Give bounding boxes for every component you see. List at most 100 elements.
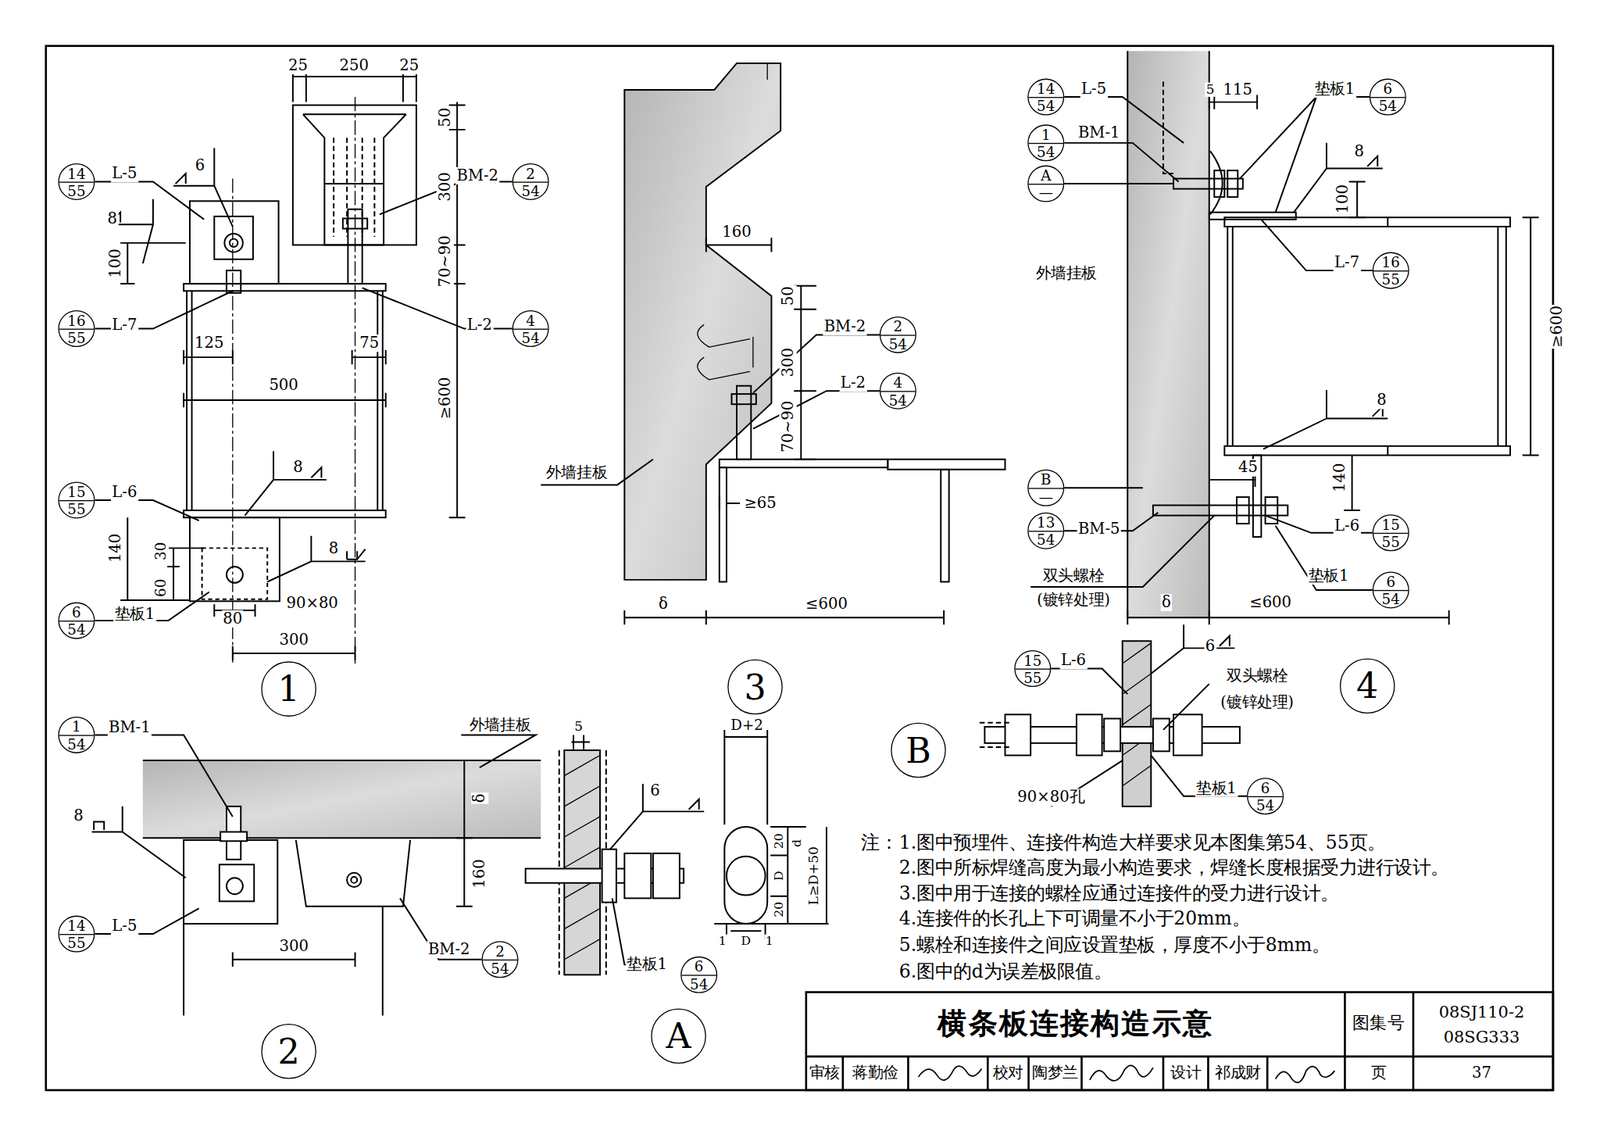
callout-circle: 254 xyxy=(879,316,917,354)
callout-circle: B— xyxy=(1027,469,1065,507)
callout-number: 15 xyxy=(1382,515,1400,533)
dimension-text: 20 xyxy=(772,832,786,850)
label-text: 校对 xyxy=(992,1064,1025,1082)
label-text: 8 xyxy=(72,807,85,825)
callout-number: A xyxy=(1040,166,1051,184)
dimension-text: 100 xyxy=(107,247,125,279)
view-number: 1 xyxy=(277,671,300,706)
dimension-text: 140 xyxy=(107,532,125,564)
label-text: L-6 xyxy=(1060,651,1088,669)
label-text: 审核 xyxy=(807,1064,841,1082)
label-text: 8 xyxy=(1353,142,1365,161)
label-text: L-6 xyxy=(1333,517,1361,535)
callout-circle: 1655 xyxy=(57,310,95,347)
label-text: BM-1 xyxy=(107,718,152,736)
view-number-circle: 4 xyxy=(1339,657,1396,714)
label-text: L-5 xyxy=(110,164,139,183)
label-text: 双头螺栓 xyxy=(1042,567,1106,585)
callout-number: 55 xyxy=(67,328,86,347)
label-text: L-5 xyxy=(1080,80,1108,98)
label-text: ≥65 xyxy=(742,494,778,512)
label-text: 115 xyxy=(1221,81,1254,99)
dimension-text: δ xyxy=(471,792,489,804)
dimension-text: 70~90 xyxy=(436,234,454,289)
label-text: 6 xyxy=(1204,637,1217,655)
label-text: 1 xyxy=(764,934,775,948)
callout-number: 2 xyxy=(525,164,536,182)
callout-circle: 654 xyxy=(1372,571,1410,608)
label-text: 外墙挂板 xyxy=(1034,264,1098,283)
label-text: 08SJ110-2 xyxy=(1437,1003,1525,1022)
callout-number: 54 xyxy=(67,734,86,752)
callout-circle: 454 xyxy=(512,310,550,347)
note-text: 5.螺栓和连接件之间应设置垫板，厚度不小于8mm。 xyxy=(897,935,1332,956)
note-text: 3.图中用于连接的螺栓应通过连接件的受力进行设计。 xyxy=(897,882,1340,904)
dimension-text: 300 xyxy=(779,346,797,379)
dimension-text: d xyxy=(789,838,804,849)
view-number: A xyxy=(666,1018,692,1054)
label-text: 160 xyxy=(721,223,753,241)
label-text: 垫板1 xyxy=(1195,779,1238,797)
dimension-text: ≥600 xyxy=(1548,304,1566,349)
callout-number: 54 xyxy=(889,390,908,408)
dimension-text: ≥600 xyxy=(436,375,454,420)
label-text: BM-5 xyxy=(1077,520,1122,538)
label-text: 垫板1 xyxy=(1307,567,1350,585)
callout-number: — xyxy=(1039,487,1054,505)
callout-circle: 1555 xyxy=(1372,514,1410,551)
callout-number: — xyxy=(1039,183,1054,201)
label-text: 8 xyxy=(106,210,118,228)
label-text: 垫板1 xyxy=(625,956,668,974)
callout-circle: 654 xyxy=(57,602,95,640)
callout-circle: 1455 xyxy=(57,163,95,200)
label-text: 垫板1 xyxy=(1313,80,1356,98)
label-text: 外墙挂板 xyxy=(468,716,533,734)
callout-circle: 654 xyxy=(1246,777,1284,815)
callout-number: B xyxy=(1040,470,1051,488)
label-text: 300 xyxy=(278,631,310,649)
callout-number: 4 xyxy=(525,310,536,329)
label-text: ≤600 xyxy=(1248,593,1293,611)
label-text: 1 xyxy=(717,934,728,948)
label-text: 250 xyxy=(338,57,370,75)
callout-number: 54 xyxy=(1036,96,1055,115)
label-text: BM-2 xyxy=(455,167,500,185)
callout-number: 54 xyxy=(1256,796,1275,814)
dimension-text: 60 xyxy=(153,577,169,598)
label-text: L-2 xyxy=(839,374,868,392)
callout-circle: 1555 xyxy=(57,481,95,518)
label-text: 300 xyxy=(278,937,310,955)
label-text: 8 xyxy=(1375,391,1388,409)
callout-number: 54 xyxy=(67,620,86,638)
callout-number: 55 xyxy=(1382,270,1400,288)
label-text: (镀锌处理) xyxy=(1035,591,1111,609)
callout-number: 6 xyxy=(694,957,704,975)
label-text: 8 xyxy=(292,458,304,476)
label-text: 80 xyxy=(221,610,244,628)
label-text: 25 xyxy=(398,57,421,75)
callout-number: 54 xyxy=(1382,589,1400,608)
view-number-circle: 2 xyxy=(260,1023,317,1079)
dimension-text: 20 xyxy=(772,900,786,918)
label-text: L-5 xyxy=(110,917,139,935)
note-text: 注： xyxy=(860,832,900,853)
callout-number: 1 xyxy=(71,717,82,735)
label-text: 外墙挂板 xyxy=(544,464,608,482)
view-number: 4 xyxy=(1356,668,1379,704)
callout-number: 6 xyxy=(71,603,82,621)
dimension-text: L≥D+50 xyxy=(807,845,822,907)
label-text: 90×80孔 xyxy=(1016,788,1086,806)
callout-circle: A— xyxy=(1027,165,1065,203)
label-text: 蒋勤俭 xyxy=(851,1064,900,1082)
label-text: 页 xyxy=(1369,1064,1387,1082)
callout-circle: 1655 xyxy=(1372,252,1410,290)
note-text: 4.连接件的长孔上下可调量不小于20mm。 xyxy=(897,908,1251,929)
dimension-text: 100 xyxy=(1334,183,1352,215)
label-text: 6 xyxy=(649,782,661,800)
label-text: 陶梦兰 xyxy=(1031,1064,1079,1082)
label-text: 5 xyxy=(573,719,584,735)
label-text: 75 xyxy=(358,334,381,352)
callout-circle: 1555 xyxy=(1014,650,1051,687)
callout-number: 14 xyxy=(1036,79,1055,97)
